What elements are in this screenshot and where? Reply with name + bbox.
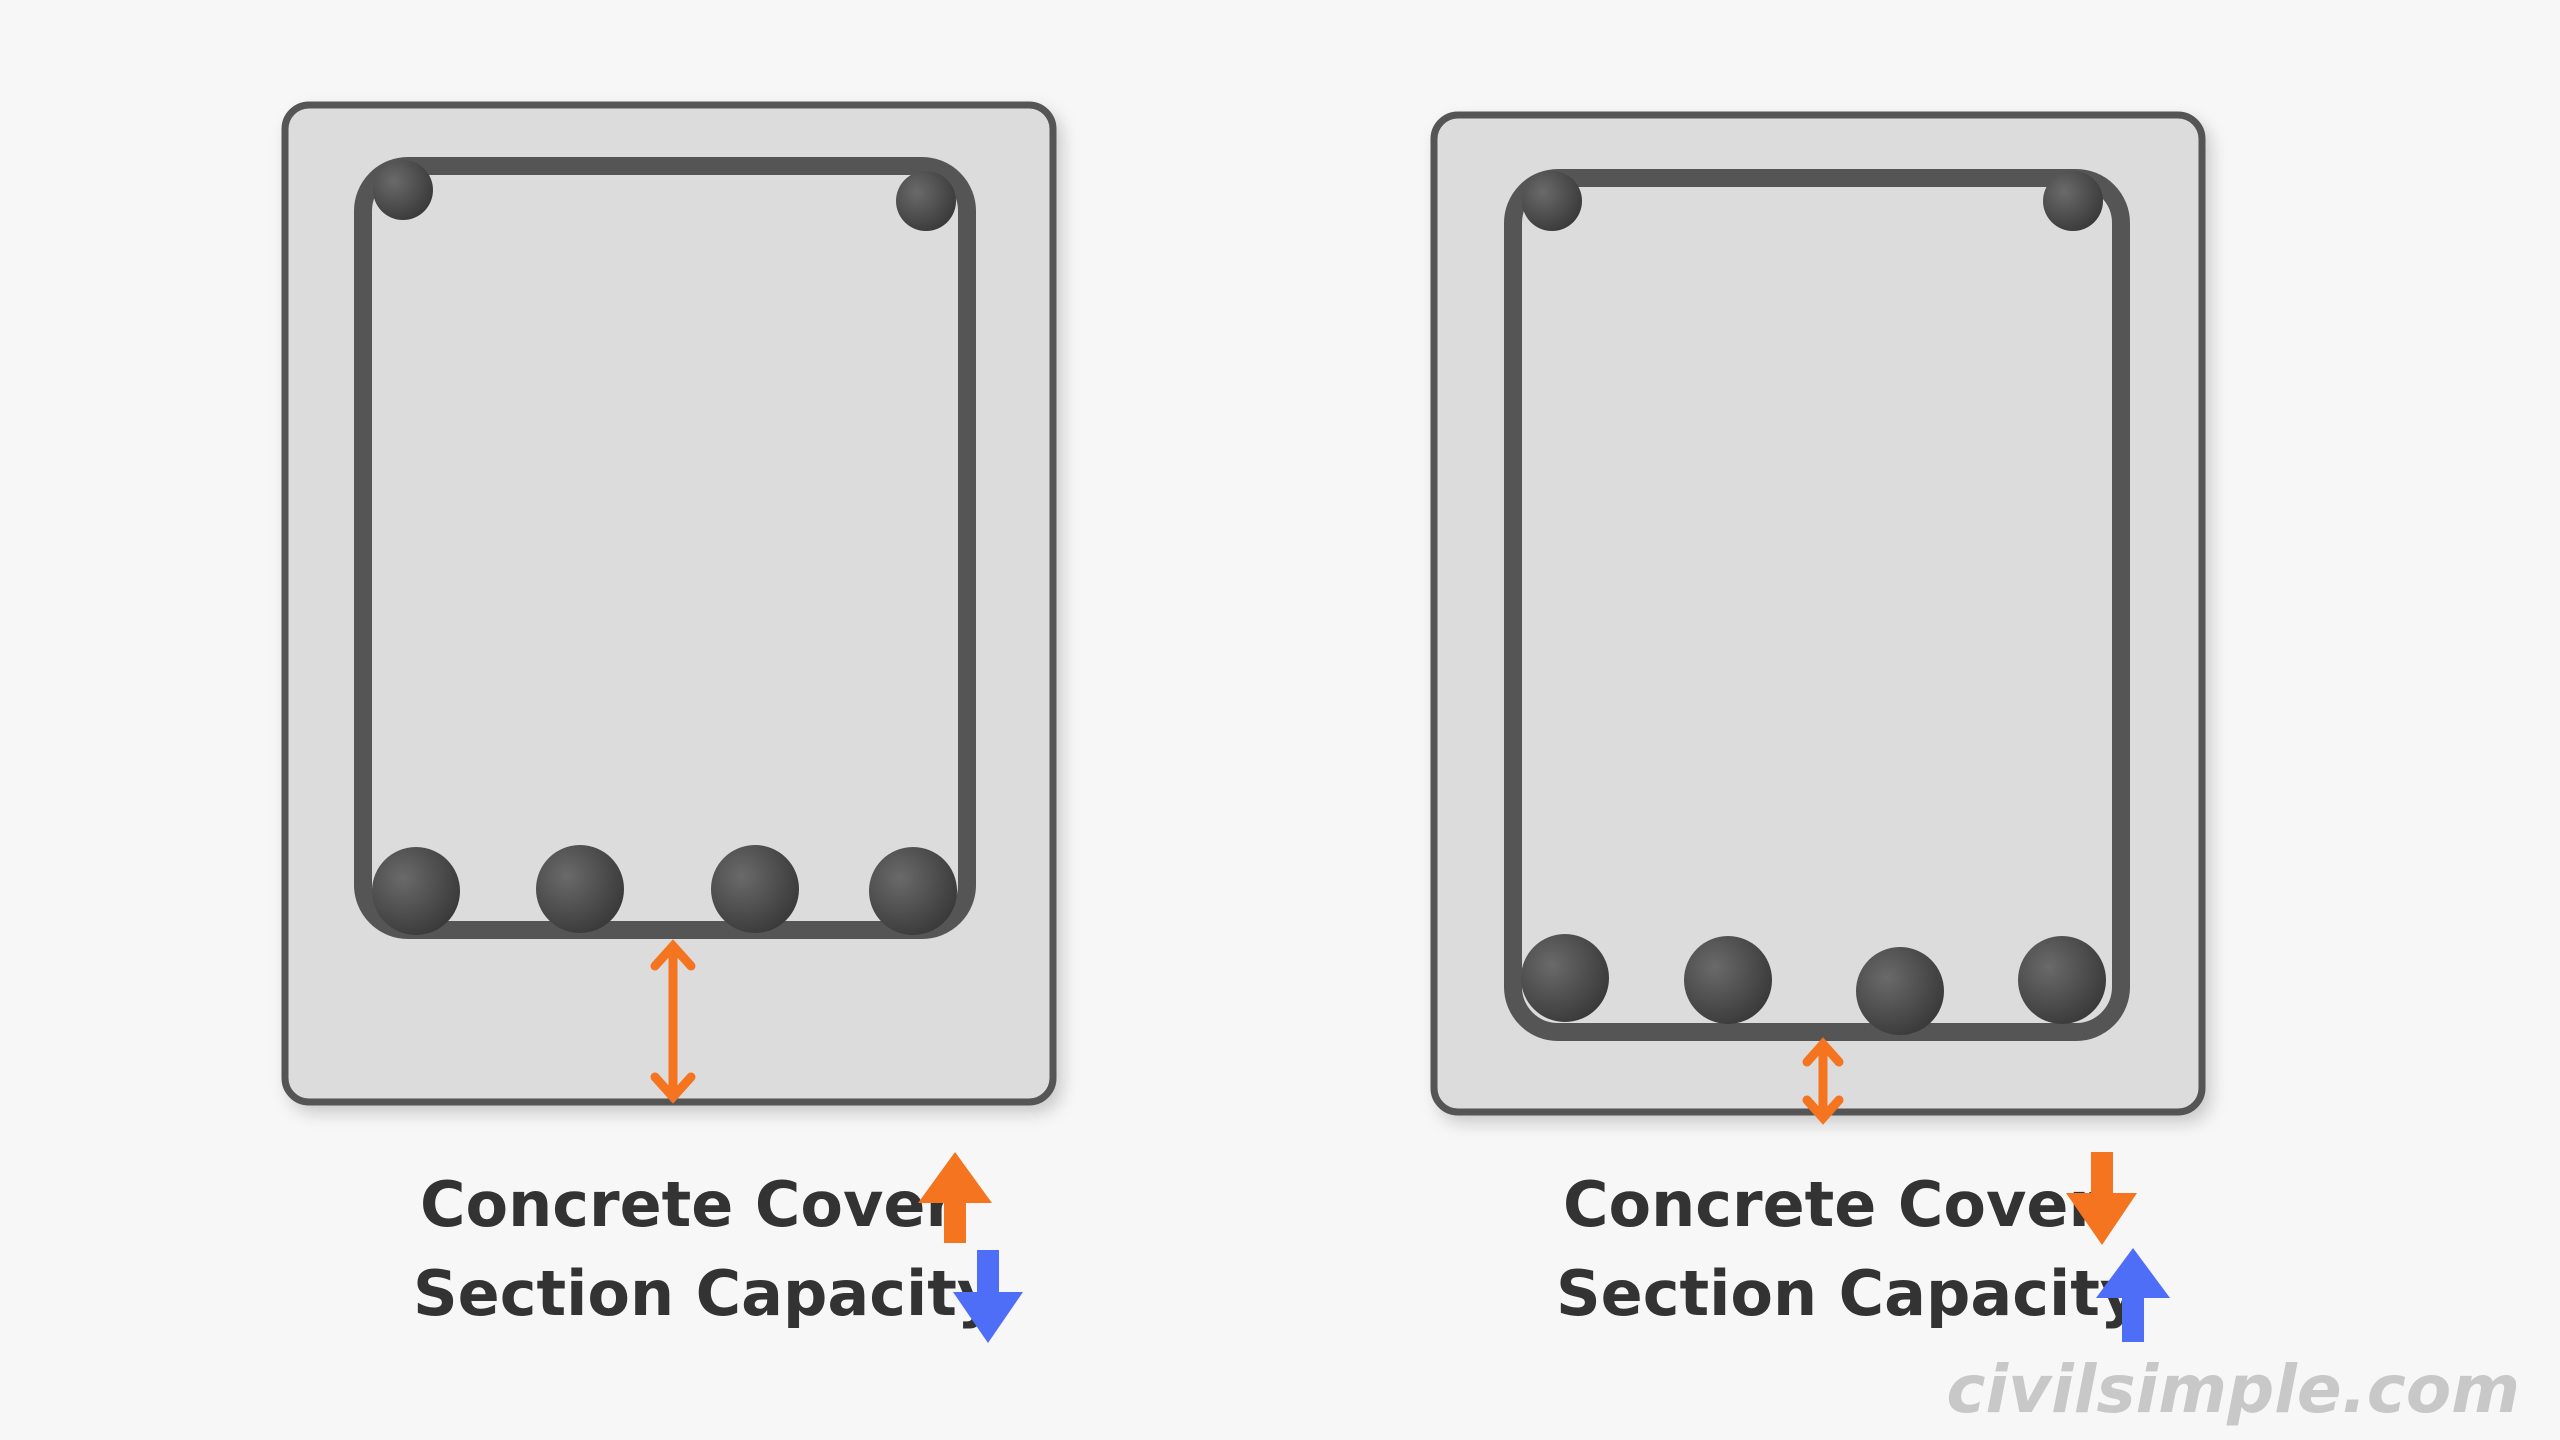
watermark-text: civilsimple.com xyxy=(1946,1351,2520,1428)
arrow-up-icon xyxy=(2096,1248,2170,1342)
bottom-rebar-4 xyxy=(869,847,957,935)
top-rebar-left xyxy=(1522,171,1582,231)
section-small-cover: Concrete Cover Section Capacity xyxy=(1430,111,2206,1342)
bottom-rebar-2 xyxy=(1684,936,1772,1024)
top-rebar-right xyxy=(896,171,956,231)
double-arrow-icon xyxy=(1802,1037,1844,1125)
bottom-rebar-4 xyxy=(2018,936,2106,1024)
double-arrow-icon xyxy=(650,939,696,1104)
arrow-down-icon xyxy=(953,1250,1023,1343)
bottom-rebar-3 xyxy=(1856,947,1944,1035)
arrow-up-icon xyxy=(918,1152,992,1243)
bottom-rebar-1 xyxy=(1521,934,1609,1022)
cover-label: Concrete Cover xyxy=(420,1168,956,1241)
stirrup xyxy=(1504,169,2130,1041)
bottom-rebar-1 xyxy=(372,847,460,935)
capacity-label: Section Capacity xyxy=(413,1257,997,1330)
top-rebar-right xyxy=(2043,171,2103,231)
bottom-rebar-2 xyxy=(536,845,624,933)
concrete-beam-section xyxy=(281,101,1057,1106)
bottom-rebar-3 xyxy=(711,845,799,933)
section-large-cover: Concrete Cover Section Capacity xyxy=(281,101,1057,1343)
top-rebar-left xyxy=(373,160,433,220)
arrow-down-icon xyxy=(2066,1152,2137,1245)
stirrup xyxy=(354,157,976,939)
cover-label: Concrete Cover xyxy=(1563,1168,2099,1241)
capacity-label: Section Capacity xyxy=(1556,1257,2140,1330)
